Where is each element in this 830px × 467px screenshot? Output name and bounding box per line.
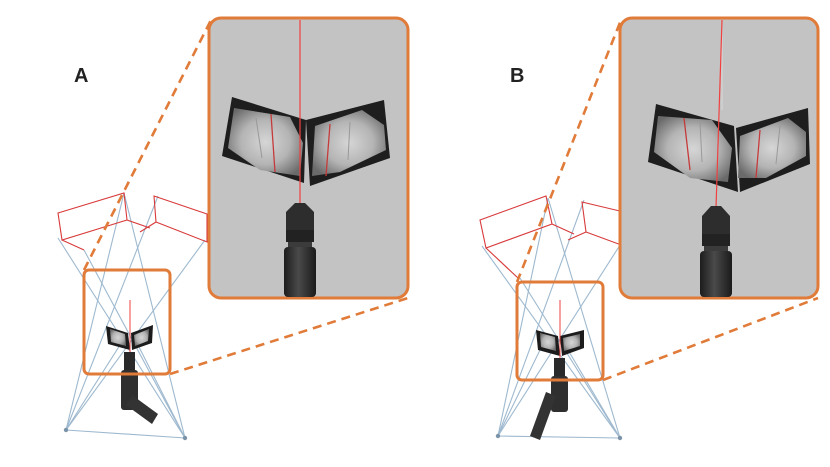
- source-point-a-left: [63, 427, 69, 433]
- source-point-a-right: [182, 435, 188, 441]
- panel-b: B: [479, 16, 820, 441]
- crossed-plates-small-a: [106, 300, 153, 352]
- panel-b-label: B: [510, 65, 524, 87]
- source-point-b-left: [495, 433, 501, 439]
- callout-lines-a: [82, 19, 409, 376]
- detector-frames-a: [57, 192, 208, 251]
- zoom-inset-b: [618, 16, 820, 300]
- source-point-b-right: [617, 435, 623, 441]
- highlight-box-a: [82, 268, 172, 376]
- handheld-device-large-a: [284, 203, 316, 297]
- panel-a: A: [57, 16, 410, 441]
- crossed-plates-small-b: [536, 300, 584, 358]
- highlight-box-b: [515, 280, 605, 382]
- handheld-device-small-a: [121, 352, 158, 424]
- detector-frames-b: [479, 195, 625, 279]
- panel-a-label: A: [74, 65, 88, 87]
- laser-line-b: [715, 19, 723, 209]
- handheld-device-small-b: [530, 358, 568, 440]
- zoom-inset-a: [207, 16, 410, 300]
- handheld-device-large-b: [700, 206, 732, 297]
- callout-lines-b: [515, 19, 819, 382]
